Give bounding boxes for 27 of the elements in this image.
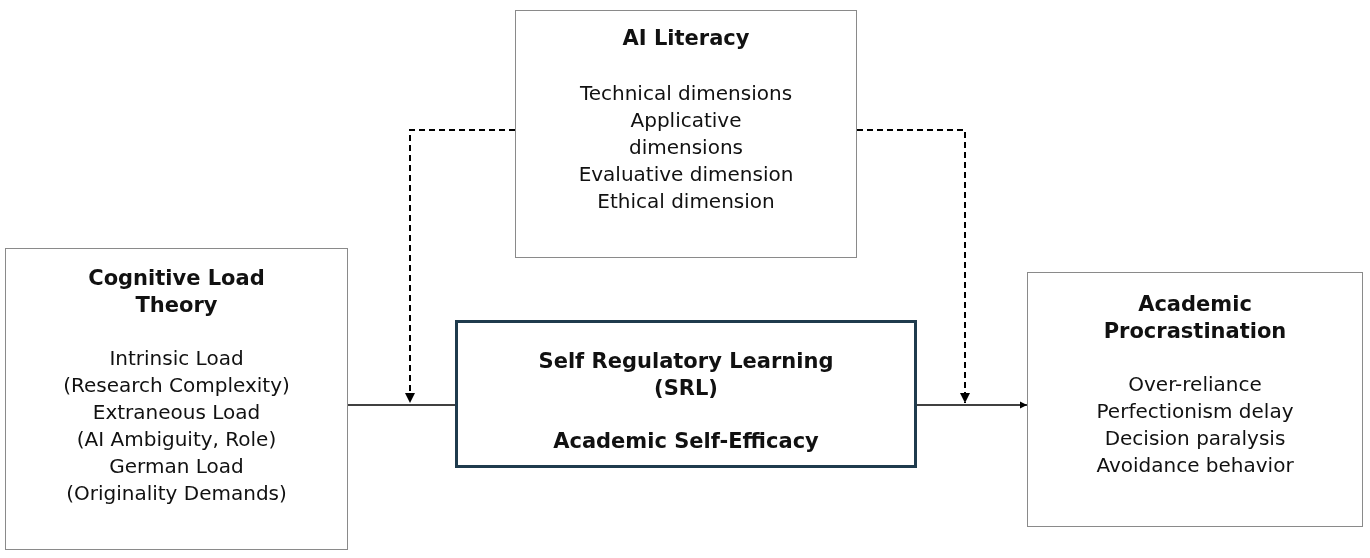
concept-box — [5, 248, 348, 550]
heading: Self Regulatory Learning (SRL) — [537, 347, 835, 402]
item-text: (Originality Demands) — [66, 480, 287, 507]
item-text: Decision paralysis — [1104, 425, 1286, 452]
heading: Academic Procrastination — [1102, 291, 1288, 345]
connector-line — [347, 404, 456, 406]
heading: AI Literacy — [622, 25, 750, 52]
dashed-arrow — [405, 129, 516, 404]
item-text: Perfectionism delay — [1096, 398, 1294, 425]
item-text: Extraneous Load — [92, 399, 261, 426]
dashed-arrow — [856, 129, 970, 404]
item-text: Applicative dimensions — [628, 107, 744, 161]
heading: Academic Self-Efficacy — [553, 427, 819, 455]
item-text: Over-reliance — [1128, 371, 1262, 398]
item-text: Evaluative dimension — [578, 161, 794, 188]
item-text: (Research Complexity) — [63, 372, 290, 399]
arrow — [916, 401, 1028, 409]
outcome-box — [1027, 272, 1363, 527]
item-text: German Load — [109, 453, 244, 480]
concept-box — [515, 10, 857, 258]
item-text: Ethical dimension — [597, 188, 775, 215]
item-text: (AI Ambiguity, Role) — [76, 426, 277, 453]
item-text: Technical dimensions — [579, 80, 793, 107]
heading: Cognitive Load Theory — [87, 265, 266, 319]
mediator-box — [455, 320, 917, 468]
item-text: Intrinsic Load — [109, 345, 244, 372]
item-text: Avoidance behavior — [1096, 452, 1294, 479]
